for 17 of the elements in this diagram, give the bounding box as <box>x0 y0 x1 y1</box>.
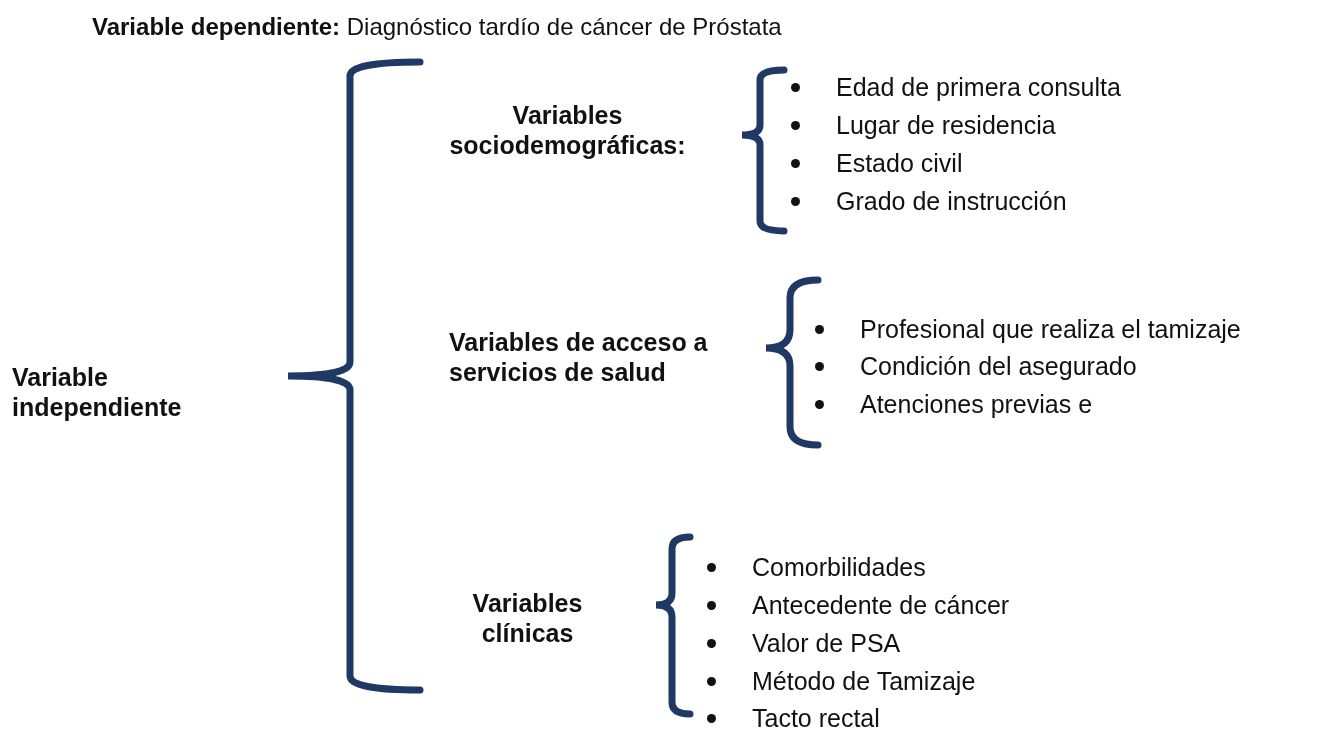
title: Variable dependiente: Diagnóstico tardío de cáncer de Próstata <box>92 12 782 42</box>
group-heading: Variables de acceso a servicios de salud <box>449 327 709 387</box>
list-item: Profesional que realiza el tamizaje <box>860 314 1241 344</box>
list-item: Método de Tamizaje <box>752 666 976 696</box>
group-heading: Variables clínicas <box>471 588 584 648</box>
group-heading: Variables sociodemográficas: <box>448 100 687 160</box>
list-item: Condición del asegurado <box>860 351 1137 381</box>
list-item: Grado de instrucción <box>836 186 1067 216</box>
category-heading: Variable independiente <box>12 362 183 422</box>
list-item: Edad de primera consulta <box>836 72 1121 102</box>
list-item: Atenciones previas e <box>860 389 1093 419</box>
list-item: Antecedente de cáncer <box>752 590 1010 620</box>
list-item: Estado civil <box>836 148 963 178</box>
list-item: Lugar de residencia <box>836 110 1056 140</box>
list-item: Tacto rectal <box>752 703 880 733</box>
list-item: Valor de PSA <box>752 628 901 658</box>
list-item: Comorbilidades <box>752 552 926 582</box>
